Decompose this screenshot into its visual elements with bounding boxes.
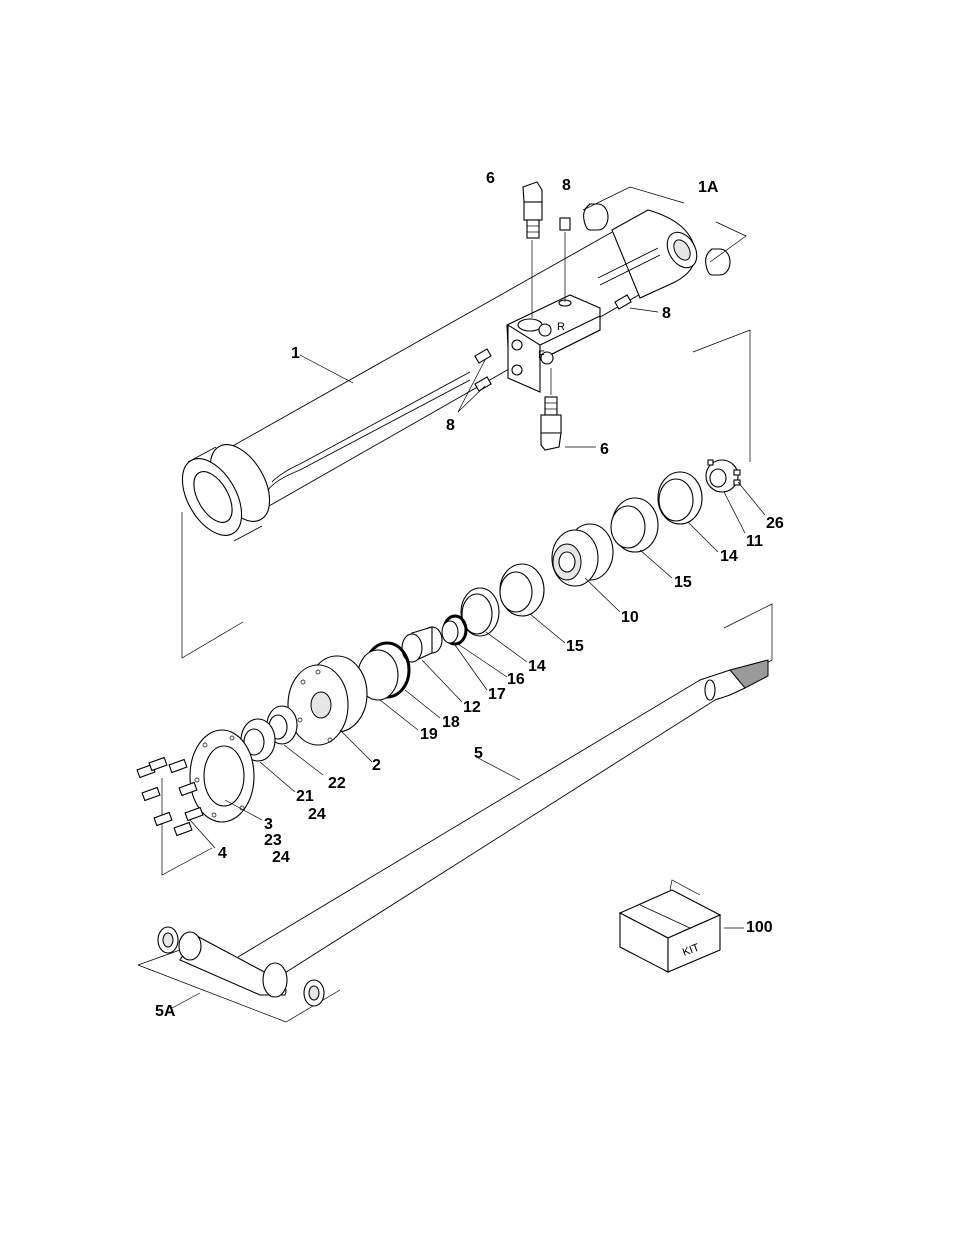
nut-11	[705, 459, 741, 493]
valve-block: R F	[474, 294, 632, 393]
label-6-top: 6	[486, 170, 495, 187]
label-8-right: 8	[662, 305, 671, 322]
label-24-a: 24	[308, 806, 326, 823]
bushing-5a	[157, 926, 325, 1007]
label-10: 10	[621, 609, 639, 626]
wear-ring-14-lower	[460, 587, 500, 637]
label-15-upper: 15	[674, 574, 692, 591]
part-labels: 6 8 1A 8 1 8 6 26 11 14 15 10 15 14 16 1…	[155, 170, 784, 1020]
wear-ring-14-upper	[657, 471, 703, 525]
label-14-upper: 14	[720, 548, 738, 565]
label-8-left: 8	[446, 417, 455, 434]
label-4: 4	[218, 845, 227, 862]
cylinder-barrel	[181, 209, 698, 542]
label-12: 12	[463, 699, 481, 716]
port-letter-f: F	[538, 349, 545, 361]
bolts-4	[136, 756, 204, 837]
seal-21	[240, 718, 276, 762]
kit-box-text: KIT	[681, 942, 701, 959]
piston-10	[551, 523, 614, 587]
label-21: 21	[296, 788, 314, 805]
o-ring-18-19	[357, 641, 411, 701]
label-14-lower: 14	[528, 658, 546, 675]
flange-3	[189, 729, 255, 823]
plug-top	[559, 217, 571, 302]
label-1a: 1A	[698, 179, 719, 196]
rod-eye	[178, 931, 288, 998]
kit-box: KIT	[618, 879, 722, 973]
piston-rod	[237, 659, 769, 991]
label-17: 17	[488, 686, 506, 703]
spacer-12	[401, 626, 443, 663]
label-19: 19	[420, 726, 438, 743]
head-2	[287, 655, 368, 746]
label-3: 3	[264, 816, 273, 833]
fitting-bottom	[540, 368, 562, 451]
label-15-lower: 15	[566, 638, 584, 655]
label-22: 22	[328, 775, 346, 792]
label-100: 100	[746, 919, 773, 936]
leader-lines	[171, 307, 766, 1009]
seal-15-upper	[610, 497, 659, 553]
label-26: 26	[766, 515, 784, 532]
label-11: 11	[746, 533, 763, 550]
label-23: 23	[264, 832, 282, 849]
label-18: 18	[442, 714, 460, 731]
seal-15-lower	[499, 563, 545, 617]
label-8-top: 8	[562, 177, 571, 194]
label-5: 5	[474, 745, 483, 762]
label-1: 1	[291, 345, 300, 362]
bushing-1a	[582, 186, 747, 276]
fitting-top	[522, 181, 543, 318]
o-ring-16-17	[441, 614, 468, 646]
port-letter-r: R	[557, 321, 565, 333]
label-24-b: 24	[272, 849, 290, 866]
label-2: 2	[372, 757, 381, 774]
label-16: 16	[507, 671, 525, 688]
label-6-bottom: 6	[600, 441, 609, 458]
label-5a: 5A	[155, 1003, 176, 1020]
